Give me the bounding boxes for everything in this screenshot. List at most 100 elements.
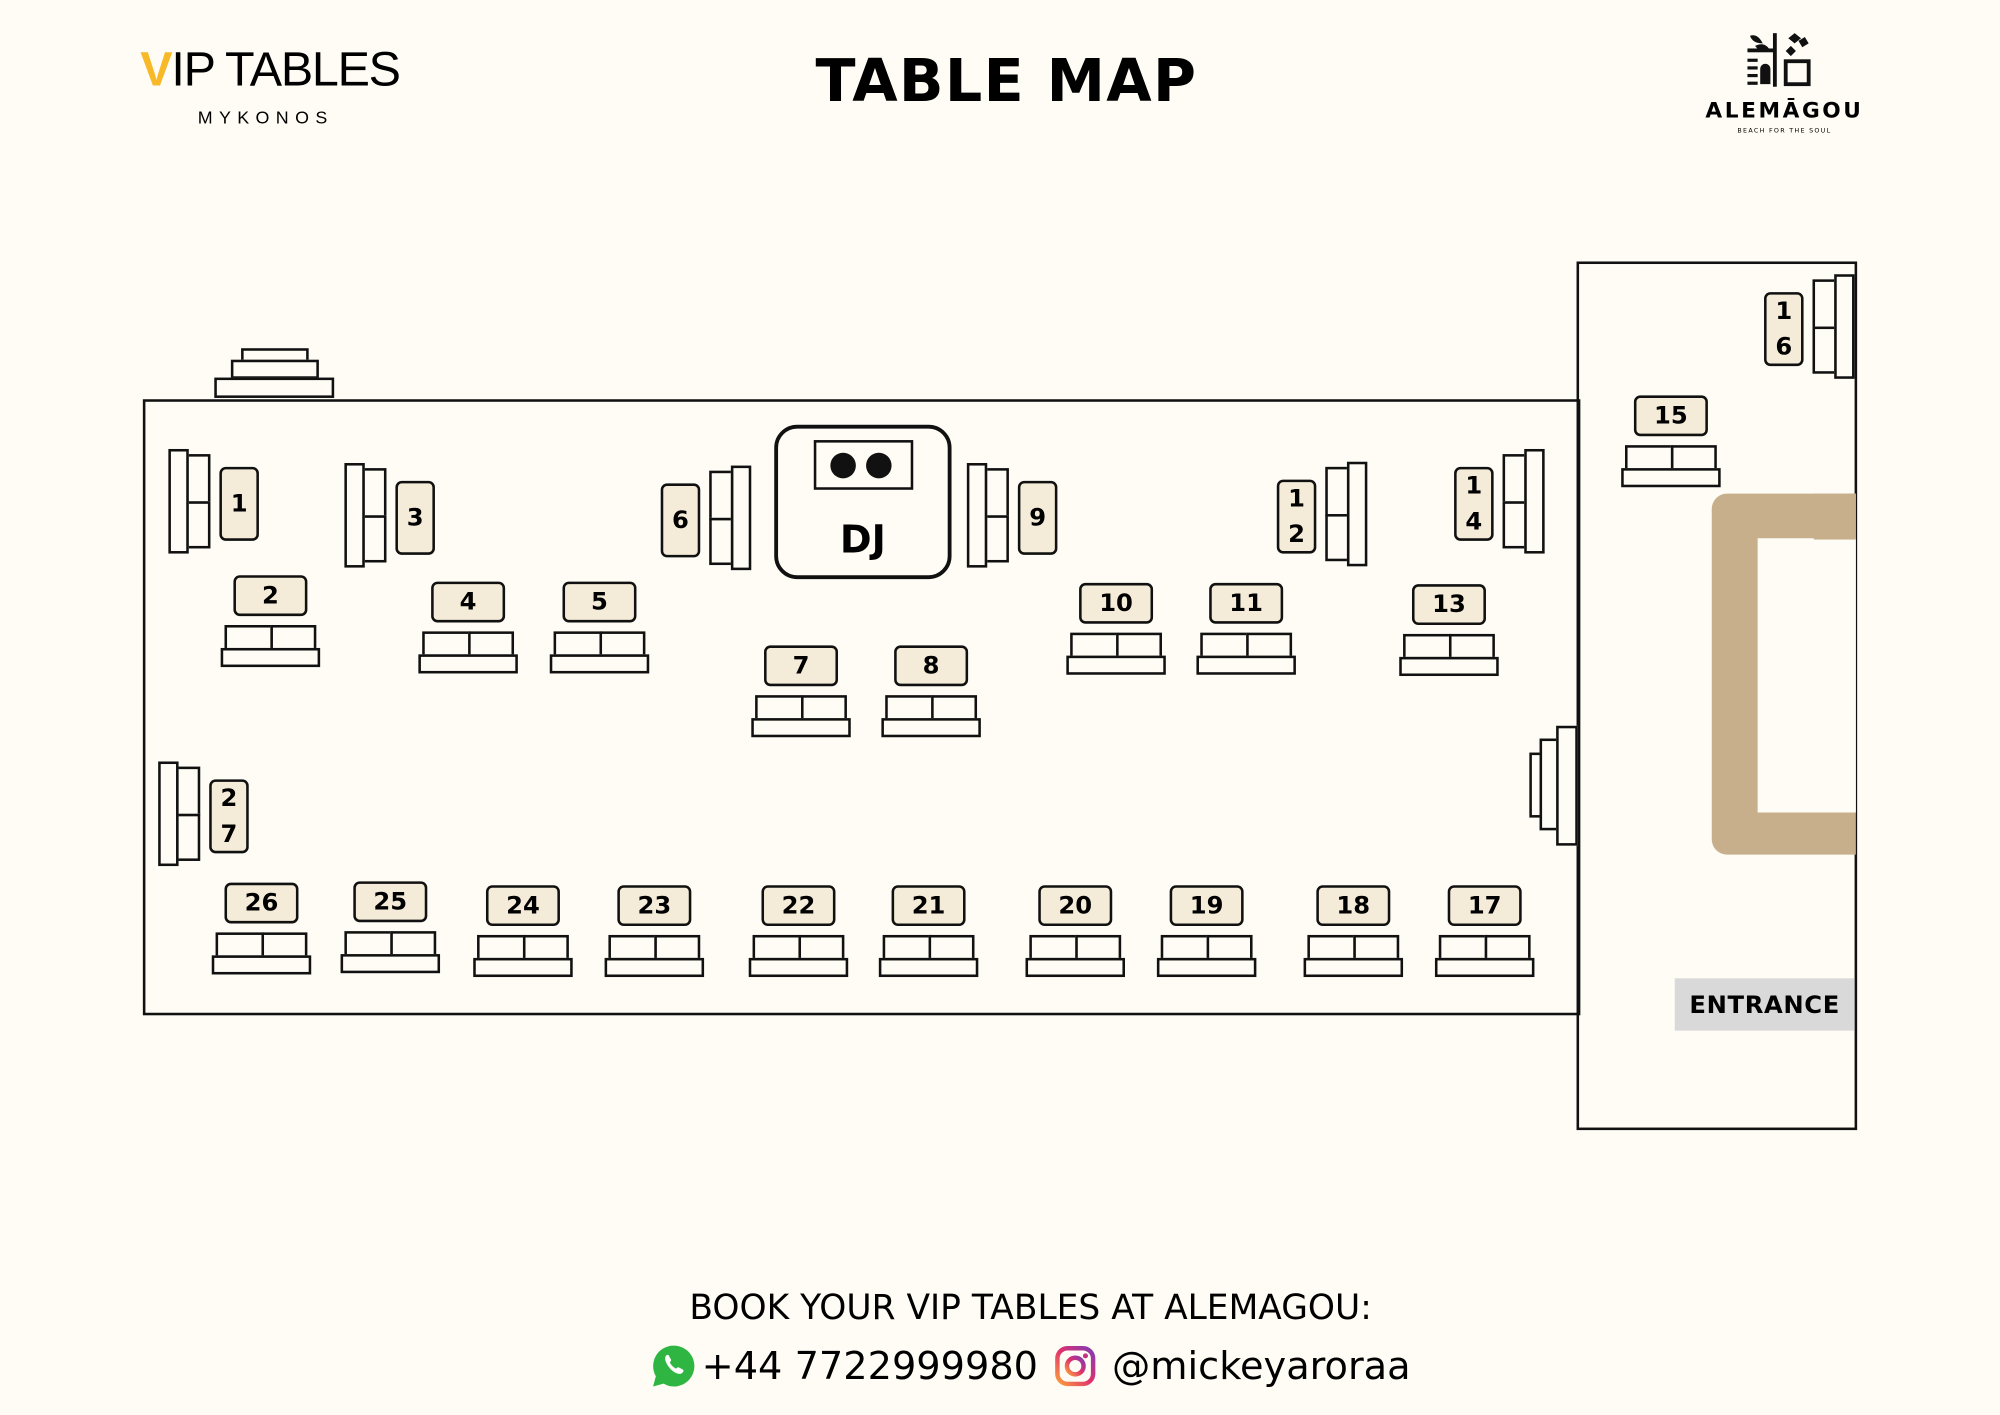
alemagou-logo-text: ALEMĀGOU bbox=[1705, 98, 1864, 124]
table-number: 20 bbox=[1058, 891, 1093, 920]
table-11-bench bbox=[1196, 655, 1296, 675]
table-27-label[interactable]: 27 bbox=[209, 779, 249, 854]
table-27-seat bbox=[176, 766, 201, 817]
table-26-seat bbox=[261, 932, 308, 958]
table-5-label[interactable]: 5 bbox=[562, 581, 637, 623]
table-12-label[interactable]: 12 bbox=[1276, 479, 1317, 554]
dj-decks bbox=[813, 440, 914, 490]
table-17-seat bbox=[1438, 934, 1488, 961]
table-26-seat bbox=[215, 932, 265, 958]
table-number: 8 bbox=[922, 651, 940, 680]
table-25-seat bbox=[390, 931, 437, 957]
whatsapp-icon bbox=[653, 1345, 695, 1387]
table-14-bench bbox=[1524, 448, 1545, 554]
table-22-seat bbox=[752, 934, 802, 961]
table-18-label[interactable]: 18 bbox=[1316, 885, 1391, 927]
table-23-label[interactable]: 23 bbox=[617, 885, 692, 927]
table-19-bench bbox=[1156, 957, 1257, 978]
instagram-handle[interactable]: @mickeyaroraa bbox=[1112, 1343, 1411, 1389]
table-25-seat bbox=[344, 931, 393, 957]
table-16-bench bbox=[1834, 274, 1855, 379]
table-24-seat bbox=[477, 934, 526, 961]
alemagou-tagline: BEACH FOR THE SOUL bbox=[1737, 127, 1832, 136]
table-1-seat bbox=[186, 454, 211, 504]
dj-booth[interactable]: DJ bbox=[774, 424, 952, 580]
table-21-bench bbox=[878, 957, 979, 978]
table-16-label[interactable]: 16 bbox=[1764, 292, 1804, 367]
table-18-seat bbox=[1307, 934, 1356, 961]
table-7-bench bbox=[751, 718, 851, 738]
booking-headline: BOOK YOUR VIP TABLES AT ALEMAGOU: bbox=[689, 1288, 1372, 1328]
table-3-seat bbox=[362, 515, 387, 563]
table-6-label[interactable]: 6 bbox=[660, 483, 701, 558]
table-21-label[interactable]: 21 bbox=[891, 885, 966, 927]
table-10-label[interactable]: 10 bbox=[1079, 582, 1154, 624]
table-20-seat bbox=[1075, 934, 1122, 961]
table-number: 2 bbox=[261, 581, 279, 610]
table-7-label[interactable]: 7 bbox=[764, 645, 839, 687]
table-16-seat bbox=[1812, 279, 1837, 330]
table-number: 21 bbox=[911, 891, 946, 920]
table-17-label[interactable]: 17 bbox=[1447, 885, 1522, 927]
table-number: 18 bbox=[1336, 891, 1371, 920]
table-20-bench bbox=[1025, 957, 1125, 978]
table-14-seat bbox=[1502, 501, 1527, 549]
table-14-seat bbox=[1502, 454, 1527, 504]
table-13-seat bbox=[1448, 633, 1495, 660]
table-1-bench bbox=[168, 448, 189, 554]
table-number: 12 bbox=[1288, 484, 1306, 549]
table-20-label[interactable]: 20 bbox=[1038, 885, 1113, 927]
steps bbox=[230, 359, 319, 379]
table-24-label[interactable]: 24 bbox=[485, 885, 560, 927]
table-14-label[interactable]: 14 bbox=[1454, 466, 1494, 541]
table-22-seat bbox=[798, 934, 845, 961]
logo-text: IP TABLES bbox=[171, 43, 401, 97]
table-19-label[interactable]: 19 bbox=[1169, 885, 1244, 927]
vip-tables-logo: VIP TABLES bbox=[140, 43, 401, 98]
table-18-bench bbox=[1303, 957, 1404, 978]
table-22-bench bbox=[748, 957, 849, 978]
table-11-seat bbox=[1246, 632, 1293, 659]
table-1-seat bbox=[186, 501, 211, 549]
table-27-seat bbox=[176, 813, 201, 861]
table-11-label[interactable]: 11 bbox=[1209, 582, 1284, 624]
table-2-bench bbox=[220, 647, 321, 668]
table-15-label[interactable]: 15 bbox=[1633, 395, 1708, 437]
table-9-label[interactable]: 9 bbox=[1017, 480, 1058, 555]
table-24-seat bbox=[522, 934, 569, 961]
table-4-label[interactable]: 4 bbox=[431, 581, 506, 623]
table-4-bench bbox=[418, 654, 518, 674]
table-12-bench bbox=[1346, 461, 1368, 567]
alemagou-logo-icon bbox=[1747, 33, 1811, 87]
table-20-seat bbox=[1029, 934, 1078, 961]
phone-number[interactable]: +44 7722999980 bbox=[701, 1343, 1039, 1389]
table-3-label[interactable]: 3 bbox=[395, 480, 435, 555]
entrance-label: ENTRANCE bbox=[1674, 978, 1855, 1031]
logo-subtitle: MYKONOS bbox=[197, 107, 334, 128]
table-4-seat bbox=[468, 631, 515, 657]
table-number: 1 bbox=[230, 489, 248, 518]
table-13-label[interactable]: 13 bbox=[1411, 584, 1486, 625]
table-26-label[interactable]: 26 bbox=[224, 882, 299, 924]
table-number: 22 bbox=[781, 891, 816, 920]
table-number: 24 bbox=[506, 891, 540, 920]
table-8-label[interactable]: 8 bbox=[894, 645, 969, 687]
table-2-label[interactable]: 2 bbox=[233, 575, 308, 617]
table-22-label[interactable]: 22 bbox=[761, 885, 836, 927]
bar-counter bbox=[1813, 493, 1856, 540]
bar-inner bbox=[1757, 538, 1856, 813]
table-1-label[interactable]: 1 bbox=[219, 466, 259, 541]
table-25-label[interactable]: 25 bbox=[353, 881, 428, 923]
table-21-seat bbox=[882, 934, 932, 961]
table-number: 13 bbox=[1432, 590, 1466, 619]
table-6-seat bbox=[709, 517, 734, 566]
table-number: 3 bbox=[406, 503, 424, 532]
table-3-bench bbox=[344, 463, 365, 568]
table-19-seat bbox=[1160, 934, 1210, 961]
table-5-seat bbox=[553, 631, 603, 657]
table-number: 7 bbox=[792, 651, 810, 680]
table-number: 25 bbox=[373, 887, 408, 916]
table-4-seat bbox=[422, 631, 471, 657]
table-number: 11 bbox=[1229, 589, 1264, 618]
table-23-bench bbox=[604, 957, 705, 978]
